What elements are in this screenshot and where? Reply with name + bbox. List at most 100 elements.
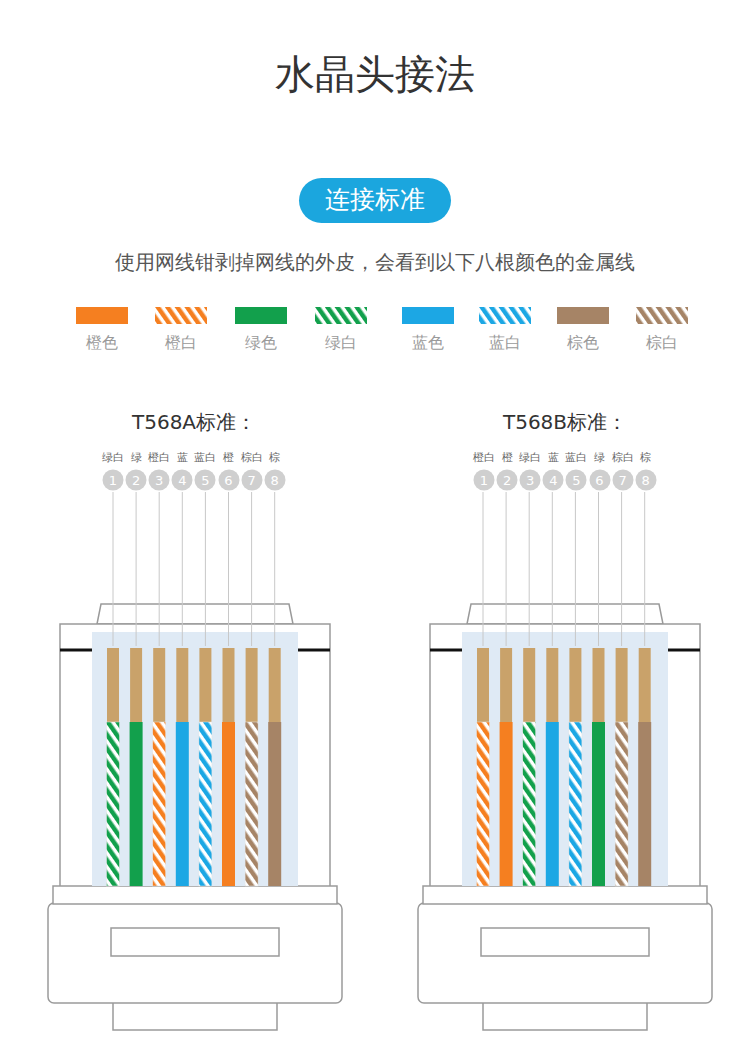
pin-number: 7 [612, 470, 633, 491]
plug-latch [467, 604, 663, 624]
stripe-fill [636, 307, 688, 324]
standard-heading: T568A标准： [132, 410, 256, 434]
copper-pin [176, 648, 188, 722]
wire-name: 棕 [269, 451, 280, 464]
wire-name: 绿 [131, 451, 142, 464]
rj45-plug [48, 492, 342, 1030]
wire [130, 722, 143, 886]
pin-label: 3 [526, 473, 534, 488]
plug-clear-body [92, 632, 298, 886]
wire [500, 722, 513, 886]
wire-name: 橙白 [473, 451, 495, 464]
wire [245, 722, 258, 886]
instruction: 使用网线钳剥掉网线的外皮，会看到以下八根颜色的金属线 [115, 250, 635, 274]
plug-clear-body [462, 632, 668, 886]
wire-name: 橙 [223, 451, 234, 464]
rj45-plug [418, 492, 712, 1030]
plug-boot [48, 903, 342, 1003]
pin-number: 3 [149, 470, 170, 491]
leader-line [575, 492, 576, 646]
wire [176, 722, 189, 886]
pin-label: 8 [271, 473, 279, 488]
legend-swatch [76, 307, 128, 324]
pin-label: 6 [224, 473, 232, 488]
pin-label: 5 [201, 473, 209, 488]
leader-line [182, 492, 183, 646]
wire [153, 722, 166, 886]
copper-pin [130, 648, 142, 722]
leader-line [506, 492, 507, 646]
leader-line [205, 492, 206, 646]
pin-label: 8 [642, 473, 650, 488]
pin-number: 4 [543, 470, 564, 491]
legend-swatch [479, 307, 531, 324]
copper-pin [246, 648, 258, 722]
pin-number: 3 [520, 470, 541, 491]
wire-name: 绿白 [102, 451, 124, 464]
wire-name: 棕白 [241, 451, 263, 464]
wire [546, 722, 559, 886]
wire-name: 蓝 [177, 451, 188, 464]
striped-swatch [315, 307, 367, 324]
legend-swatch [235, 307, 287, 324]
title: 水晶头接法 [275, 50, 475, 98]
plug-edge [668, 649, 700, 652]
wire [268, 722, 281, 886]
copper-pin [477, 648, 489, 722]
stripe-fill [155, 307, 207, 324]
striped-swatch [636, 307, 688, 324]
section-pill: 连接标准 [299, 178, 451, 223]
leader-line [228, 492, 229, 646]
copper-pin [616, 648, 628, 722]
plug-boot [418, 903, 712, 1003]
wire [592, 722, 605, 886]
wire [638, 722, 651, 886]
pin-number: 5 [195, 470, 216, 491]
wire-name: 棕 [640, 451, 651, 464]
pin-label: 4 [178, 473, 186, 488]
wire [107, 722, 120, 886]
pin-label: 6 [595, 473, 603, 488]
wire [523, 722, 536, 886]
pin-label: 1 [109, 473, 117, 488]
copper-pin [569, 648, 581, 722]
pin-number: 8 [264, 470, 285, 491]
leader-line [483, 492, 484, 646]
wire-name: 蓝白 [565, 451, 587, 464]
copper-pin [639, 648, 651, 722]
leader-line [644, 492, 645, 646]
copper-pin [107, 648, 119, 722]
pin-label: 2 [503, 473, 511, 488]
plug-collar [423, 886, 707, 904]
legend-swatch [315, 307, 367, 324]
pin-number: 5 [566, 470, 587, 491]
pin-label: 7 [247, 473, 255, 488]
legend-text: 棕色 [567, 333, 599, 352]
wire-name: 绿白 [519, 451, 541, 464]
copper-pin [523, 648, 535, 722]
copper-pin [500, 648, 512, 722]
leader-line [159, 492, 160, 646]
legend-text: 棕白 [646, 333, 678, 352]
wire [477, 722, 490, 886]
legend-text: 蓝色 [412, 333, 444, 352]
copper-pin [269, 648, 281, 722]
wire [569, 722, 582, 886]
pin-label: 4 [549, 473, 557, 488]
section-label: 连接标准 [325, 185, 425, 214]
plug-latch [97, 604, 293, 624]
leader-line [113, 492, 114, 646]
copper-pin [223, 648, 235, 722]
pin-number: 2 [497, 470, 518, 491]
pin-number: 2 [126, 470, 147, 491]
legend-swatch [402, 307, 454, 324]
wire-name: 棕白 [612, 451, 634, 464]
wire-name: 橙白 [148, 451, 170, 464]
stripe-fill [479, 307, 531, 324]
copper-pin [546, 648, 558, 722]
copper-pin [199, 648, 211, 722]
plug-collar [53, 886, 337, 904]
pin-number: 7 [241, 470, 262, 491]
plug-housing [430, 624, 700, 888]
